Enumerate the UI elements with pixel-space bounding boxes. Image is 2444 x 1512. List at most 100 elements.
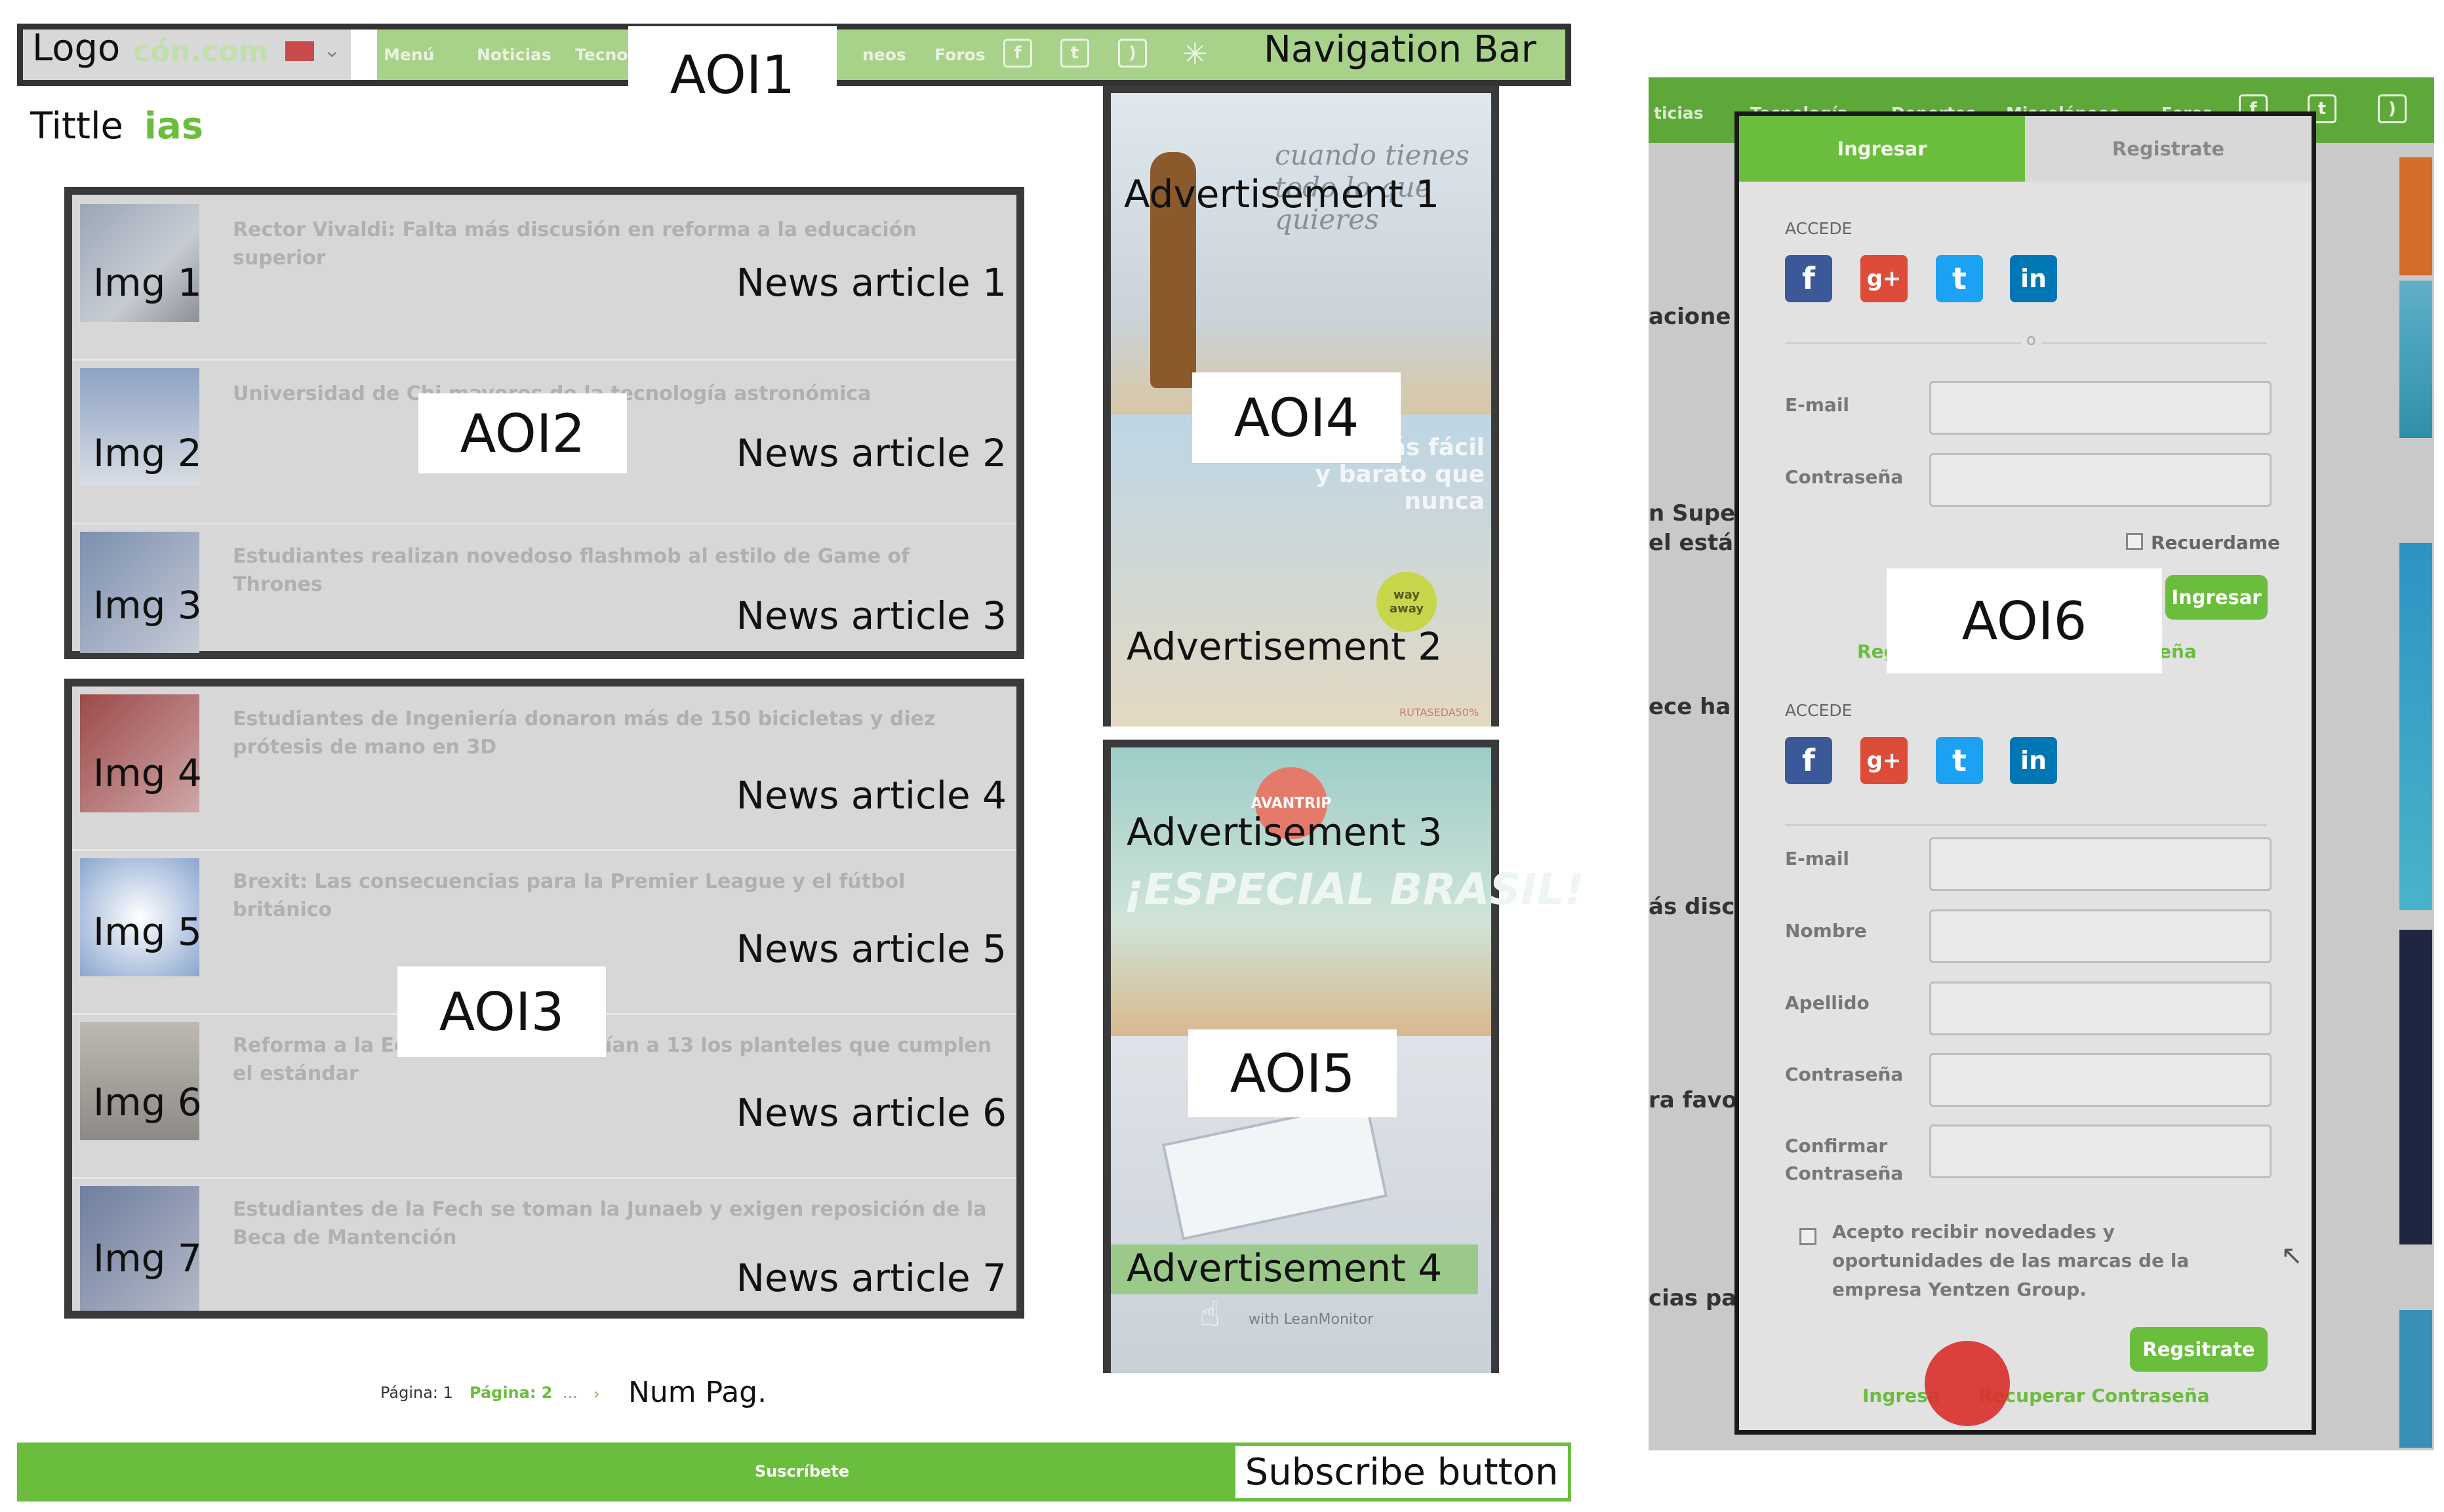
login-button[interactable]: Ingresar (2165, 575, 2268, 620)
register-button[interactable]: Regsitrate (2130, 1327, 2268, 1372)
tablet-image (1161, 1100, 1388, 1241)
article-thumbnail[interactable] (80, 204, 199, 322)
aoi3-label: AOI3 (397, 966, 606, 1057)
email-field[interactable] (1929, 381, 2272, 435)
news-article[interactable]: Img 1 Rector Vivaldi: Falta más discusió… (72, 195, 1016, 361)
news-article[interactable]: Img 4 Estudiantes de Ingeniería donaron … (72, 686, 1016, 851)
forgot-password-link[interactable]: eña (2159, 641, 2197, 662)
article-headline[interactable]: Estudiantes realizan novedoso flashmob a… (233, 545, 910, 596)
gaze-fixation-dot (1925, 1341, 2010, 1426)
edge-thumbnail[interactable] (2399, 157, 2432, 275)
rss-icon[interactable]: ) (1118, 39, 1147, 68)
logo-label: Logo (32, 27, 121, 70)
accede-label-2: ACCEDE (1785, 701, 1853, 720)
rss-icon[interactable]: ) (2378, 94, 2407, 123)
background-text: ra favo (1649, 1087, 1737, 1113)
article-thumbnail[interactable] (80, 368, 199, 486)
news-article[interactable]: Img 3 Estudiantes realizan novedoso flas… (72, 523, 1016, 659)
news-article[interactable]: Img 6 Reforma a la Ed xigencias reducirí… (72, 1013, 1016, 1179)
advertisement-3[interactable]: AVANTRIP Advertisement 3 ¡ESPECIAL BRASI… (1111, 747, 1584, 1036)
aoi5-advertisements: AVANTRIP Advertisement 3 ¡ESPECIAL BRASI… (1103, 740, 1584, 1373)
nav-item-juegos[interactable]: neos (862, 45, 906, 64)
surname-field[interactable] (1929, 982, 2272, 1035)
edge-thumbnail[interactable] (2399, 281, 2432, 438)
aoi5-label: AOI5 (1188, 1029, 1397, 1117)
tab-register[interactable]: Registrate (2025, 116, 2312, 182)
logo-faded-text: cón.com (133, 35, 269, 68)
nav-item-noticias[interactable]: Noticias (477, 45, 551, 64)
article-label: News article 3 (736, 593, 1007, 638)
or-separator: o (2021, 330, 2041, 349)
img-label: Img 3 (93, 583, 202, 627)
google-plus-icon[interactable]: g+ (1860, 737, 1908, 784)
pagination-next-icon[interactable]: › (593, 1385, 600, 1403)
twitter-icon[interactable]: t (1936, 255, 1983, 302)
advertisement-4-label: Advertisement 4 (1127, 1246, 1443, 1290)
article-thumbnail[interactable] (80, 1186, 199, 1311)
pagination-ellipsis: ... (563, 1383, 578, 1402)
consent-text: Acepto recibir novedades y oportunidades… (1832, 1221, 2190, 1300)
article-headline[interactable]: Estudiantes de la Fech se toman la Junae… (233, 1198, 987, 1249)
subscribe-button[interactable]: Suscríbete (755, 1462, 850, 1481)
advertisement-3-label: Advertisement 3 (1127, 810, 1443, 854)
tab-login[interactable]: Ingresar (1739, 116, 2025, 182)
consent-checkbox[interactable] (1799, 1228, 1816, 1245)
ad3-brand-badge: AVANTRIP (1251, 767, 1331, 839)
article-label: News article 5 (736, 926, 1007, 971)
aoi1-label: AOI1 (628, 26, 837, 123)
article-headline[interactable]: Reforma a la Ed xigencias reducirían a 1… (233, 1034, 992, 1085)
article-thumbnail[interactable] (80, 858, 199, 976)
article-thumbnail[interactable] (80, 694, 199, 812)
google-plus-icon[interactable]: g+ (1860, 255, 1908, 302)
background-text: ás disc (1649, 894, 1735, 920)
article-thumbnail[interactable] (80, 1022, 199, 1140)
register-email-field[interactable] (1929, 837, 2272, 891)
linkedin-icon[interactable]: in (2010, 255, 2057, 302)
register-password-field[interactable] (1929, 1053, 2272, 1107)
right-nav-item[interactable]: ticias (1654, 104, 1704, 123)
news-article[interactable]: Img 5 Brexit: Las consecuencias para la … (72, 849, 1016, 1015)
news-article[interactable]: Img 7 Estudiantes de la Fech se toman la… (72, 1177, 1016, 1319)
twitter-icon[interactable]: t (1060, 39, 1089, 68)
title-prefix: Tittle (30, 105, 123, 148)
article-label: News article 1 (736, 260, 1007, 305)
name-label: Nombre (1785, 920, 1867, 942)
ad1-script-text: cuando tienes todo lo que quieres (1275, 139, 1470, 235)
edge-thumbnail[interactable] (2399, 1310, 2432, 1448)
footer-recover-link[interactable]: Recuperar Contraseña (1978, 1385, 2210, 1406)
edge-thumbnail[interactable] (2399, 930, 2432, 1244)
twitter-icon[interactable]: t (1936, 737, 1983, 784)
remember-checkbox[interactable] (2126, 533, 2143, 550)
facebook-icon[interactable]: f (1003, 39, 1032, 68)
img-label: Img 5 (93, 909, 202, 954)
share-icon[interactable]: ✳ (1182, 36, 1208, 71)
article-thumbnail[interactable] (80, 532, 199, 653)
name-field[interactable] (1929, 909, 2272, 963)
twitter-icon[interactable]: t (2308, 94, 2336, 123)
ad4-label-strip (1111, 1244, 1478, 1294)
email-label: E-mail (1785, 394, 1850, 416)
nav-item-foros[interactable]: Foros (934, 45, 986, 64)
page-title: Tittle ias (30, 105, 203, 148)
chevron-down-icon[interactable]: ⌄ (323, 37, 341, 62)
aoi6-label: AOI6 (1887, 568, 2162, 673)
background-text: el está (1649, 530, 1734, 556)
facebook-icon[interactable]: f (1785, 255, 1832, 302)
nav-item-menu[interactable]: Menú (384, 45, 435, 64)
logo-area[interactable]: Logo cón.com ⌄ (23, 27, 351, 80)
password-field[interactable] (1929, 453, 2272, 507)
divider (1785, 824, 2267, 826)
img-label: Img 4 (93, 751, 202, 795)
confirm-password-field[interactable] (1929, 1124, 2272, 1178)
edge-thumbnail[interactable] (2399, 543, 2432, 910)
article-headline[interactable]: Rector Vivaldi: Falta más discusión en r… (233, 218, 917, 269)
article-headline[interactable]: Brexit: Las consecuencias para la Premie… (233, 870, 906, 921)
advertisement-1[interactable]: cuando tienes todo lo que quieres Advert… (1111, 93, 1491, 414)
linkedin-icon[interactable]: in (2010, 737, 2057, 784)
bottle-image (1150, 152, 1196, 388)
navigation-bar-label: Navigation Bar (1264, 28, 1536, 71)
article-headline[interactable]: Estudiantes de Ingeniería donaron más de… (233, 707, 936, 759)
page-link-2[interactable]: Página: 2 (470, 1383, 553, 1402)
facebook-icon[interactable]: f (1785, 737, 1832, 784)
page-link-1[interactable]: Página: 1 (380, 1383, 453, 1402)
